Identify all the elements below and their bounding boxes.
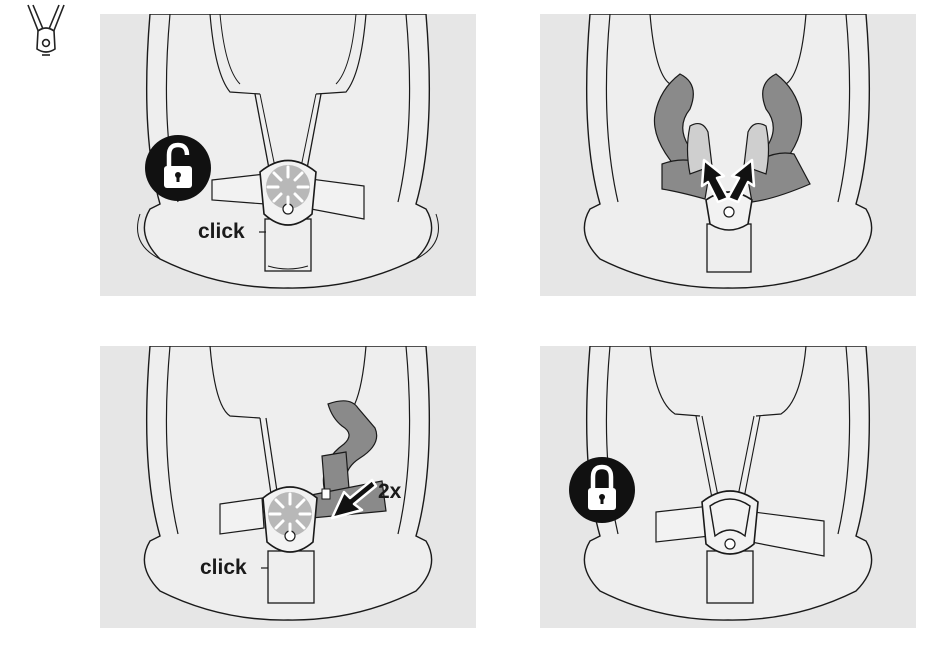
- step-2-illustration: [540, 14, 916, 296]
- step-2-panel: [540, 14, 916, 296]
- repeat-count-label: 2x: [378, 481, 401, 502]
- locked-padlock-icon: [569, 457, 635, 523]
- step-3-illustration: [100, 346, 476, 628]
- unlocked-padlock-icon: [145, 135, 211, 201]
- step-3-panel: click 2x: [100, 346, 476, 628]
- step-1-panel: click: [100, 14, 476, 296]
- step-4-illustration: [540, 346, 916, 628]
- click-label: click: [200, 557, 247, 578]
- harness-buckle-icon: [26, 3, 66, 61]
- click-label: click: [198, 221, 245, 242]
- step-4-panel: [540, 346, 916, 628]
- step-1-illustration: [100, 14, 476, 296]
